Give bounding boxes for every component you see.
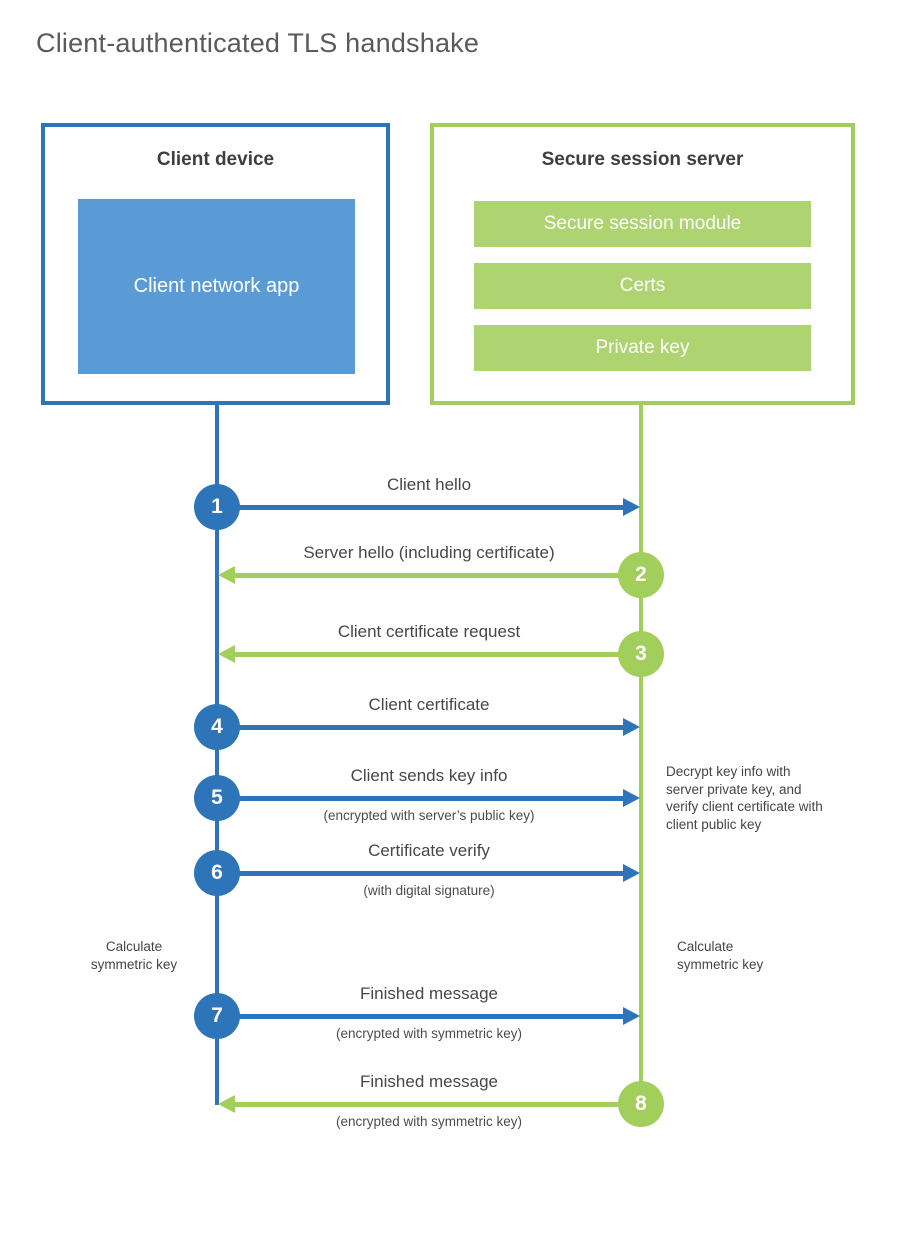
step-number-badge: 7 xyxy=(194,993,240,1039)
arrow-shaft xyxy=(217,871,623,876)
client-lifeline xyxy=(215,405,219,1105)
message-label: Finished message xyxy=(360,1072,498,1091)
arrow-shaft xyxy=(217,505,623,510)
arrow-left-icon xyxy=(218,566,235,584)
client-network-app-label: Client network app xyxy=(133,275,300,297)
arrow-right-icon xyxy=(623,1007,640,1025)
message-sublabel: (encrypted with symmetric key) xyxy=(335,1026,523,1041)
step-number-badge: 2 xyxy=(618,552,664,598)
page-title: Client-authenticated TLS handshake xyxy=(36,28,480,58)
arrow-right-icon xyxy=(623,789,640,807)
calculate-symmetric-key-note-client: Calculate symmetric key xyxy=(78,938,190,973)
note-line: symmetric key xyxy=(677,956,764,972)
step-number-badge: 8 xyxy=(618,1081,664,1127)
arrow-right-icon xyxy=(623,718,640,736)
message-label: Client hello xyxy=(386,475,472,494)
server-module-secure-session: Secure session module xyxy=(474,201,811,247)
message-label: Client certificate xyxy=(368,695,490,714)
note-line: Calculate xyxy=(105,939,163,954)
calculate-symmetric-key-note-server: Calculate symmetric key xyxy=(677,938,797,973)
message-sublabel: (encrypted with server’s public key) xyxy=(323,808,535,823)
step-number-badge: 5 xyxy=(194,775,240,821)
arrow-shaft xyxy=(217,1014,623,1019)
message-label: Client certificate request xyxy=(337,622,521,641)
server-lifeline xyxy=(639,405,643,1105)
message-label: Client sends key info xyxy=(350,766,508,785)
step-number-badge: 1 xyxy=(194,484,240,530)
step-number-badge: 6 xyxy=(194,850,240,896)
message-sublabel: (with digital signature) xyxy=(363,883,495,898)
secure-session-server-title: Secure session server xyxy=(541,149,744,170)
client-network-app-box: Client network app xyxy=(78,199,355,374)
arrow-left-icon xyxy=(218,645,235,663)
arrow-shaft xyxy=(217,725,623,730)
client-device-title: Client device xyxy=(156,149,275,170)
arrow-shaft xyxy=(235,652,641,657)
note-line: Calculate xyxy=(677,939,734,954)
client-device-box: Client device Client network app xyxy=(41,123,390,405)
server-module-certs: Certs xyxy=(474,263,811,309)
message-label: Finished message xyxy=(360,984,498,1003)
arrow-shaft xyxy=(235,573,641,578)
decrypt-key-info-note: Decrypt key info with server private key… xyxy=(666,764,823,832)
arrow-right-icon xyxy=(623,498,640,516)
arrow-shaft xyxy=(217,796,623,801)
message-sublabel: (encrypted with symmetric key) xyxy=(335,1114,523,1129)
secure-session-server-box: Secure session server Secure session mod… xyxy=(430,123,855,405)
message-label: Server hello (including certificate) xyxy=(303,543,555,562)
step-number-badge: 4 xyxy=(194,704,240,750)
arrow-right-icon xyxy=(623,864,640,882)
message-label: Certificate verify xyxy=(368,841,490,860)
note-line: symmetric key xyxy=(90,956,178,972)
server-module-private-key: Private key xyxy=(474,325,811,371)
step-number-badge: 3 xyxy=(618,631,664,677)
arrow-shaft xyxy=(235,1102,641,1107)
arrow-left-icon xyxy=(218,1095,235,1113)
